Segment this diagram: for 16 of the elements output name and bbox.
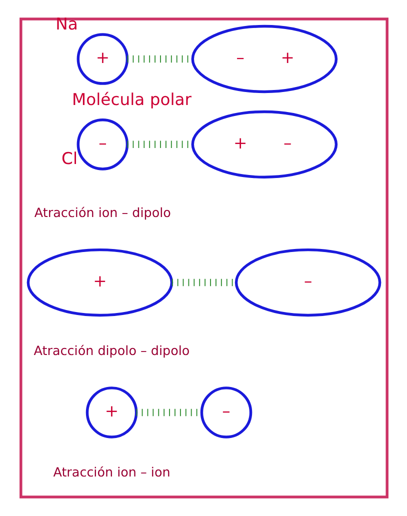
connector xyxy=(171,278,236,286)
node-ellipse: – xyxy=(234,248,381,317)
node-circle: + xyxy=(76,33,128,85)
node-ellipse: – + xyxy=(190,24,338,94)
node-ellipse: + – xyxy=(190,110,338,178)
node-label: Molécula polar xyxy=(72,90,191,109)
node-circle: – xyxy=(76,118,128,170)
node-ellipse: + xyxy=(26,248,173,317)
cluster xyxy=(19,18,388,498)
node-circle: + xyxy=(85,386,138,438)
label: Atracción ion – ion xyxy=(52,464,170,480)
label: Atracción dipolo – dipolo xyxy=(33,342,190,358)
label: Atracción ion – dipolo xyxy=(34,204,170,220)
node-circle: – xyxy=(200,386,252,438)
node-label: Cl xyxy=(61,148,77,168)
node-label: Na xyxy=(55,14,78,34)
